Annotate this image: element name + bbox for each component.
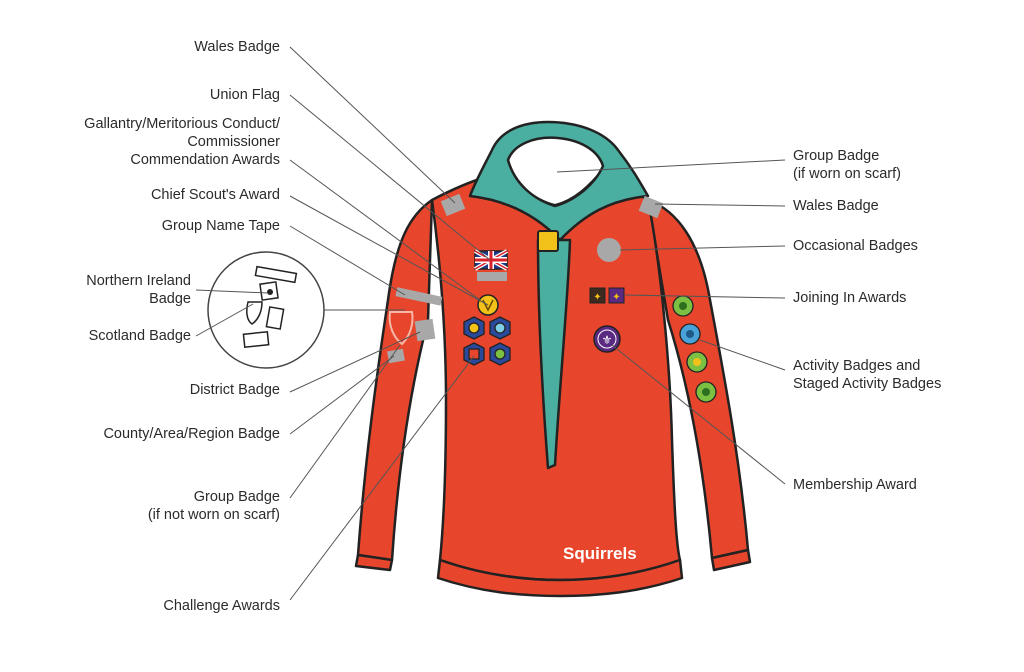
label-group-badge-right-line1: Group Badge — [793, 148, 880, 164]
county-badge-placeholder — [387, 348, 405, 364]
label-northern-ireland-badge: Northern Ireland Badge — [86, 272, 191, 308]
waistband — [436, 558, 684, 598]
wales-badge-right-placeholder — [638, 195, 664, 219]
label-gallantry-line2: Commissioner — [187, 134, 280, 150]
svg-text:✦: ✦ — [612, 292, 620, 303]
svg-text:⚜: ⚜ — [602, 333, 613, 347]
svg-text:✦: ✦ — [593, 292, 601, 303]
left-cuff — [354, 553, 394, 572]
brand-logo: Squirrels — [563, 544, 637, 563]
joining-in-awards: ✦ ✦ — [589, 287, 625, 304]
union-flag-icon — [474, 249, 508, 271]
label-wales-badge-right: Wales Badge — [793, 198, 879, 214]
group-name-tape-placeholder — [477, 272, 507, 281]
leader-lines — [195, 46, 786, 601]
label-challenge-awards: Challenge Awards — [163, 598, 280, 614]
scarf — [468, 120, 650, 470]
fleur-de-lis-icon: ⚜ — [593, 325, 621, 353]
scarf-collar — [468, 120, 650, 242]
placeholder-badges — [387, 193, 664, 364]
activity-badges — [672, 295, 717, 403]
label-northern-ireland-line2: Badge — [149, 291, 191, 307]
label-county-badge: County/Area/Region Badge — [103, 426, 280, 442]
label-joining-in-awards: Joining In Awards — [793, 290, 907, 306]
scarf-tail — [536, 238, 572, 470]
group-badge-arm-outline — [388, 311, 414, 346]
label-group-badge-right: Group Badge (if worn on scarf) — [793, 147, 901, 183]
label-gallantry-awards: Gallantry/Meritorious Conduct/ Commissio… — [84, 115, 280, 169]
district-badge-placeholder — [414, 318, 436, 342]
label-activity-badges: Activity Badges and Staged Activity Badg… — [793, 357, 941, 393]
label-occasional-badges: Occasional Badges — [793, 238, 918, 254]
label-group-badge-left-line1: Group Badge — [193, 489, 280, 505]
label-activity-line2: Staged Activity Badges — [793, 376, 942, 392]
nation-badge-detail — [207, 251, 325, 369]
label-gallantry-line3: Commendation Awards — [130, 152, 280, 168]
label-membership-award: Membership Award — [793, 477, 917, 493]
label-union-flag: Union Flag — [209, 87, 280, 103]
label-group-name-tape: Group Name Tape — [161, 218, 280, 234]
occasional-badges-placeholder — [597, 238, 621, 262]
label-activity-line1: Activity Badges and — [793, 358, 921, 374]
label-district-badge: District Badge — [189, 382, 280, 398]
label-group-badge-left: Group Badge (if not worn on scarf) — [148, 488, 280, 524]
label-northern-ireland-line1: Northern Ireland — [86, 273, 191, 289]
woggle — [537, 230, 559, 252]
challenge-awards — [463, 316, 511, 366]
right-sleeve — [646, 198, 750, 560]
label-group-badge-left-line2: (if not worn on scarf) — [147, 507, 280, 523]
label-group-badge-right-line2: (if worn on scarf) — [793, 166, 901, 182]
wales-badge-left-placeholder — [440, 193, 466, 217]
label-gallantry-line1: Gallantry/Meritorious Conduct/ — [84, 116, 280, 132]
label-wales-badge-left: Wales Badge — [194, 39, 280, 55]
group-name-tape-arm-placeholder — [395, 287, 443, 306]
label-chief-scout-award: Chief Scout's Award — [150, 187, 280, 203]
label-scotland-badge: Scotland Badge — [88, 328, 191, 344]
right-cuff — [710, 548, 752, 572]
